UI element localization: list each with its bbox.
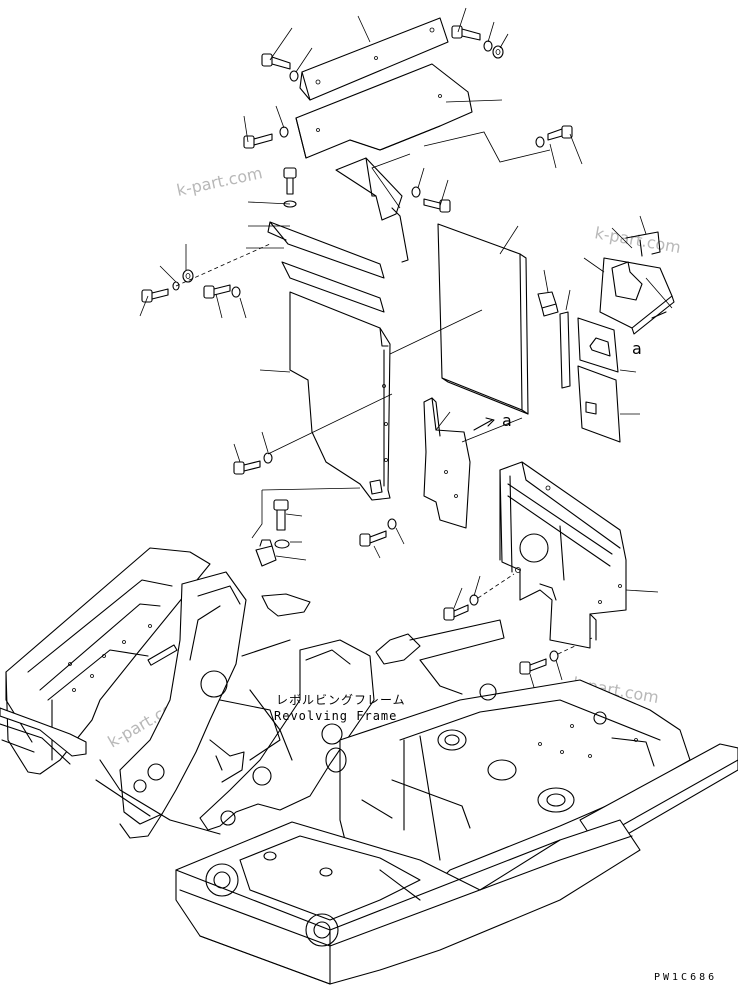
washer-icon xyxy=(535,136,545,148)
washer-icon xyxy=(492,45,504,59)
washer-icon xyxy=(279,126,289,138)
bolt-icon xyxy=(243,133,273,149)
drawing-code: PW1C686 xyxy=(654,972,717,983)
revolving-frame xyxy=(0,547,738,985)
watermark-2: k-part.com xyxy=(593,223,682,257)
bolt-icon xyxy=(283,167,297,195)
frame-label-japanese: レボルビングフレーム xyxy=(276,693,406,707)
washer-icon xyxy=(182,269,194,283)
washer-icon xyxy=(231,286,241,298)
washer-icon xyxy=(387,518,397,530)
bolt-icon xyxy=(451,25,481,41)
leader-lines-top xyxy=(243,7,583,209)
seal-block xyxy=(583,215,675,335)
watermark-1: k-part.com xyxy=(175,163,264,200)
frame-label-english: Revolving Frame xyxy=(274,709,397,723)
bolt-icon xyxy=(547,125,573,141)
bolt-group-center xyxy=(359,518,593,695)
ref-a-label: a xyxy=(632,339,642,358)
bolt-icon xyxy=(261,53,291,70)
side-cover-panel xyxy=(289,291,391,501)
frame-label: レボルビングフレーム Revolving Frame xyxy=(274,693,406,723)
bolt-group-lower-left xyxy=(233,393,393,567)
bolt-icon xyxy=(141,288,169,303)
foam-piece-upper xyxy=(577,317,637,373)
washer-icon xyxy=(289,70,299,82)
right-cover-assembly xyxy=(499,461,659,649)
ref-a-label-2: a xyxy=(502,411,512,430)
bolt-group-left xyxy=(139,201,291,373)
foam-block-small xyxy=(537,269,559,317)
strip-plate-2 xyxy=(281,261,385,313)
washer-icon xyxy=(483,40,493,52)
bolt-icon xyxy=(519,658,547,675)
bolt-icon xyxy=(423,198,451,213)
bolt-icon xyxy=(203,284,231,299)
washer-icon xyxy=(411,186,421,198)
washer-icon xyxy=(469,594,479,606)
bracket xyxy=(335,157,409,263)
foam-strip xyxy=(559,289,571,389)
strip-plate-1 xyxy=(267,221,385,279)
insulation-panel-large xyxy=(389,223,529,415)
top-cover-plate xyxy=(299,17,449,101)
bolt-group-top xyxy=(243,25,573,213)
mid-bracket-panel: a xyxy=(423,397,523,529)
washer-icon xyxy=(263,452,273,464)
bolt-icon xyxy=(273,499,289,531)
bolt-icon xyxy=(443,604,469,621)
angled-cover-plate xyxy=(295,63,473,159)
washer-icon xyxy=(274,539,290,549)
foam-piece-lower xyxy=(577,365,640,443)
washer-icon xyxy=(549,650,559,662)
bolt-icon xyxy=(359,530,387,547)
bolt-icon xyxy=(233,460,261,475)
